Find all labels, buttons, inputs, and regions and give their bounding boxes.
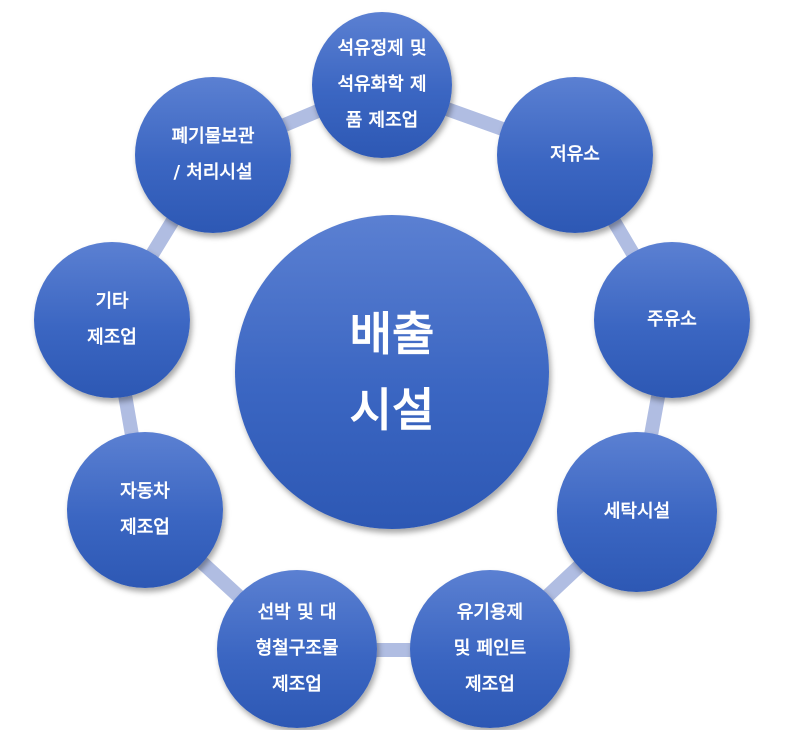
node-waste-facility: 폐기물보관 / 처리시설 xyxy=(135,77,291,233)
node-gas-station: 주유소 xyxy=(594,242,750,398)
node-shipbuilding: 선박 및 대 형철구조물 제조업 xyxy=(217,570,377,728)
node-storage: 저유소 xyxy=(497,77,653,233)
node-laundry: 세탁시설 xyxy=(557,432,717,592)
node-solvent-paint: 유기용제 및 페인트 제조업 xyxy=(410,570,570,728)
center-node-emission-facility: 배출 시설 xyxy=(235,215,549,529)
node-petroleum-refining: 석유정제 및 석유화학 제 품 제조업 xyxy=(312,12,452,158)
node-other-manufacturing: 기타 제조업 xyxy=(34,242,190,398)
node-automobile: 자동차 제조업 xyxy=(67,432,223,588)
